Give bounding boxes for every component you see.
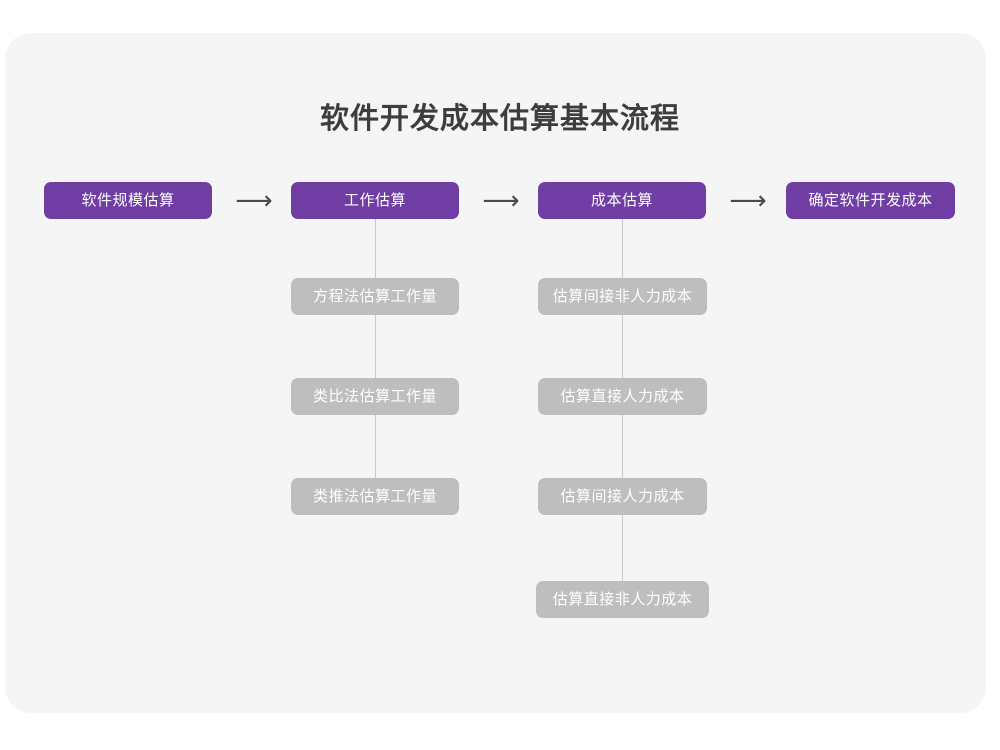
substep-node-label: 方程法估算工作量 xyxy=(312,288,437,305)
connector-line-work-2 xyxy=(375,315,376,378)
step-node-label: 工作估算 xyxy=(343,192,406,209)
substep-node-indirect-labor-cost[interactable]: 估算间接人力成本 xyxy=(538,478,707,515)
substep-node-analogy-method-workload[interactable]: 类比法估算工作量 xyxy=(291,378,459,415)
step-node-cost-estimation[interactable]: 成本估算 xyxy=(538,182,706,219)
step-node-work-estimation[interactable]: 工作估算 xyxy=(291,182,459,219)
step-node-software-scale-estimation[interactable]: 软件规模估算 xyxy=(44,182,212,219)
substep-node-direct-nonlabor-cost[interactable]: 估算直接非人力成本 xyxy=(536,581,709,618)
step-node-label: 成本估算 xyxy=(590,192,653,209)
substep-node-indirect-nonlabor-cost[interactable]: 估算间接非人力成本 xyxy=(538,278,707,315)
substep-node-inference-method-workload[interactable]: 类推法估算工作量 xyxy=(291,478,459,515)
substep-node-label: 估算直接人力成本 xyxy=(560,388,685,405)
connector-line-cost-1 xyxy=(622,219,623,278)
substep-node-equation-method-workload[interactable]: 方程法估算工作量 xyxy=(291,278,459,315)
arrow-right-icon-3: ⟶ xyxy=(729,185,767,215)
substep-node-label: 估算直接非人力成本 xyxy=(552,591,693,608)
substep-node-direct-labor-cost[interactable]: 估算直接人力成本 xyxy=(538,378,707,415)
page-title: 软件开发成本估算基本流程 xyxy=(319,103,680,135)
connector-line-work-3 xyxy=(375,415,376,478)
substep-node-label: 类比法估算工作量 xyxy=(312,388,437,405)
arrow-right-icon-1: ⟶ xyxy=(235,185,273,215)
substep-node-label: 估算间接非人力成本 xyxy=(552,288,693,305)
substep-node-label: 类推法估算工作量 xyxy=(312,488,437,505)
connector-line-cost-3 xyxy=(622,415,623,478)
step-node-label: 确定软件开发成本 xyxy=(808,192,933,209)
step-node-determine-development-cost[interactable]: 确定软件开发成本 xyxy=(786,182,955,219)
connector-line-cost-4 xyxy=(622,515,623,581)
arrow-right-icon-2: ⟶ xyxy=(482,185,520,215)
diagram-card xyxy=(5,33,986,713)
substep-node-label: 估算间接人力成本 xyxy=(560,488,685,505)
connector-line-cost-2 xyxy=(622,315,623,378)
connector-line-work-1 xyxy=(375,219,376,278)
step-node-label: 软件规模估算 xyxy=(81,192,175,209)
